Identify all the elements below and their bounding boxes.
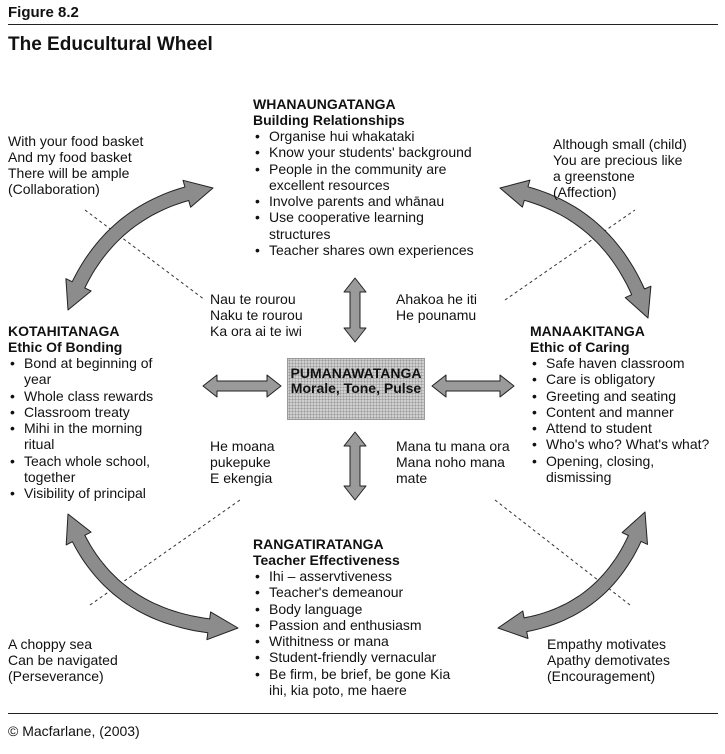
straight-arrow-up: [343, 277, 367, 343]
list-item: Involve parents and whānau: [253, 193, 499, 210]
bullet-list: Organise hui whakataki Know your student…: [253, 128, 513, 259]
section-manaakitanga: MANAAKITANGA Ethic of Caring Safe haven …: [530, 323, 720, 485]
list-item: Student-friendly vernacular: [253, 649, 513, 666]
proverb-mana-tu: Mana tu mana ora Mana noho mana mate: [396, 438, 510, 486]
proverb-encouragement: Empathy motivates Apathy demotivates (En…: [547, 636, 670, 684]
list-item: Ihi – asservtiveness: [253, 568, 513, 585]
list-item: Care is obligatory: [530, 371, 720, 388]
list-item: Use cooperative learning structures: [253, 209, 469, 242]
center-subtitle: Morale, Tone, Pulse: [290, 380, 422, 396]
curved-arrow-top-right: [499, 179, 652, 319]
list-item: Body language: [253, 601, 513, 618]
straight-arrow-right: [431, 374, 515, 398]
figure-label: Figure 8.2: [8, 4, 79, 21]
proverb-he-moana: He moana pukepuke E ekengia: [210, 438, 275, 486]
curved-arrow-bottom-right: [497, 511, 648, 639]
straight-arrow-left: [202, 374, 282, 398]
section-whanaungatanga: WHANAUNGATANGA Building Relationships Or…: [253, 96, 513, 259]
list-item: Teach whole school, together: [8, 453, 174, 486]
figure-title: The Educultural Wheel: [8, 34, 213, 55]
list-item: Withitness or mana: [253, 633, 513, 650]
bullet-list: Bond at beginning of year Whole class re…: [8, 355, 183, 502]
curved-arrow-top-left: [65, 179, 214, 311]
bottom-rule: [8, 713, 718, 714]
section-kotahitanaga: KOTAHITANAGA Ethic Of Bonding Bond at be…: [8, 323, 188, 502]
section-rangatiratanga: RANGATIRATANGA Teacher Effectiveness Ihi…: [253, 536, 513, 698]
section-subtitle: Teacher Effectiveness: [253, 552, 400, 568]
proverb-collaboration: With your food basket And my food basket…: [8, 133, 144, 197]
list-item: Passion and enthusiasm: [253, 617, 513, 634]
proverb-perseverance: A choppy sea Can be navigated (Persevera…: [8, 636, 118, 684]
list-item: Safe haven classroom: [530, 355, 720, 372]
curved-arrows: [65, 179, 652, 641]
list-item: Mihi in the morning ritual: [8, 420, 154, 453]
list-item: Visibility of principal: [8, 485, 183, 502]
bullet-list: Ihi – asservtiveness Teacher's demeanour…: [253, 568, 513, 698]
top-rule: [8, 24, 718, 25]
proverb-ahakoa-he-iti: Ahakoa he iti He pounamu: [396, 291, 477, 323]
list-item: Be firm, be brief, be gone Kia ihi, kia …: [253, 666, 469, 699]
list-item: Organise hui whakataki: [253, 128, 499, 145]
list-item: Opening, closing, dismissing: [530, 453, 696, 486]
section-title: MANAAKITANGA: [530, 323, 645, 339]
list-item: Greeting and seating: [530, 388, 720, 405]
dashed-line-bottom-right: [494, 499, 631, 606]
list-item: Know your students' background: [253, 144, 499, 161]
section-subtitle: Ethic Of Bonding: [8, 339, 123, 355]
list-item: Attend to student: [530, 420, 720, 437]
list-item: Content and manner: [530, 404, 720, 421]
center-title: PUMANAWATANGA: [290, 365, 422, 381]
list-item: Who's who? What's what?: [530, 436, 716, 453]
straight-arrows: [202, 277, 515, 501]
dashed-line-top-right: [504, 209, 636, 301]
proverb-nau-te-rourou: Nau te rourou Naku te rourou Ka ora ai t…: [210, 291, 303, 339]
list-item: People in the community are excellent re…: [253, 161, 499, 194]
section-subtitle: Building Relationships: [253, 112, 405, 128]
curved-arrow-bottom-left: [65, 513, 239, 641]
list-item: Classroom treaty: [8, 404, 183, 421]
proverb-affection: Although small (child) You are precious …: [553, 136, 687, 200]
dashed-line-top-left: [84, 209, 206, 301]
list-item: Whole class rewards: [8, 388, 183, 405]
list-item: Teacher shares own experiences: [253, 242, 509, 259]
section-title: WHANAUNGATANGA: [253, 96, 396, 112]
section-title: RANGATIRATANGA: [253, 536, 384, 552]
section-subtitle: Ethic of Caring: [530, 339, 630, 355]
bullet-list: Safe haven classroom Care is obligatory …: [530, 355, 720, 485]
center-box-pumanawatanga: PUMANAWATANGA Morale, Tone, Pulse: [287, 358, 425, 420]
credit: © Macfarlane, (2003): [8, 723, 140, 739]
list-item: Bond at beginning of year: [8, 355, 183, 388]
section-title: KOTAHITANAGA: [8, 323, 120, 339]
straight-arrow-down: [343, 431, 367, 501]
list-item: Teacher's demeanour: [253, 584, 513, 601]
